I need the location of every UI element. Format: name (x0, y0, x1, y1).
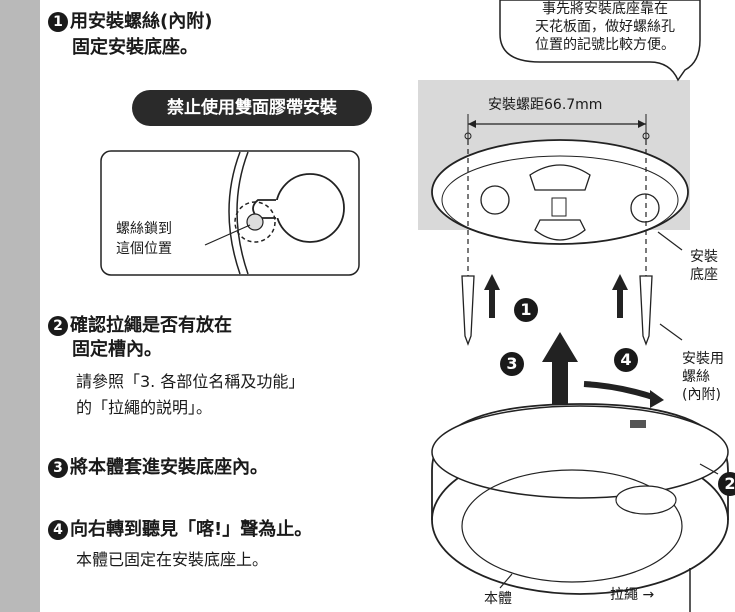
step-4-body-line1: 本體已固定在安裝底座上。 (76, 550, 269, 569)
step-2-number: 2 (48, 316, 68, 336)
step-3-line1: 將本體套進安裝底座內。 (70, 457, 268, 478)
screw-label-line3: (內附) (682, 387, 721, 403)
left-screw (461, 275, 475, 346)
detail-label-line2: 這個位置 (116, 241, 172, 257)
installation-illustration (418, 0, 729, 612)
step-1-number: 1 (48, 12, 68, 32)
callout-line1: 事先將安裝底座靠在 (542, 1, 668, 17)
callout-line2: 天花板面，做好螺絲孔 (535, 19, 675, 35)
step-2-body-line2: 的「拉繩的説明」。 (76, 398, 213, 417)
step-4-number: 4 (48, 520, 68, 540)
detail-label-line1: 螺絲鎖到 (116, 221, 172, 237)
right-screw (639, 275, 653, 346)
arrow-number-3: 3 (500, 352, 524, 376)
callout-line3: 位置的記號比較方便。 (535, 37, 675, 53)
step-2-line2: 固定槽內。 (72, 339, 162, 360)
screw-label-line1: 安裝用 (682, 351, 724, 367)
callout-bubble (499, 0, 701, 82)
body-label: 本體 (484, 591, 512, 607)
step-1-line1: 用安裝螺絲(內附) (70, 11, 213, 32)
screw-label-line2: 螺絲 (682, 369, 710, 385)
left-margin-bar (0, 0, 40, 612)
base-label-line2: 底座 (690, 267, 718, 283)
screw-detail-illustration (100, 150, 360, 276)
cord-label: 拉繩 → (610, 587, 655, 603)
base-label-line1: 安裝 (690, 249, 718, 265)
step-4-line1: 向右轉到聽見「喀!」聲為止。 (70, 519, 313, 540)
step-1-line2: 固定安裝底座。 (72, 37, 198, 58)
arrow-number-1: 1 (514, 298, 538, 322)
warning-banner: 禁止使用雙面膠帶安裝 (132, 90, 372, 126)
arrow-number-4: 4 (614, 348, 638, 372)
step-2-body-line1: 請參照「3. 各部位名稱及功能」 (76, 372, 305, 391)
edge-number-2: 2 (718, 472, 735, 496)
dimension-label: 安裝螺距66.7mm (488, 97, 603, 113)
step-2-line1: 確認拉繩是否有放在 (70, 315, 232, 336)
step-3-number: 3 (48, 458, 68, 478)
